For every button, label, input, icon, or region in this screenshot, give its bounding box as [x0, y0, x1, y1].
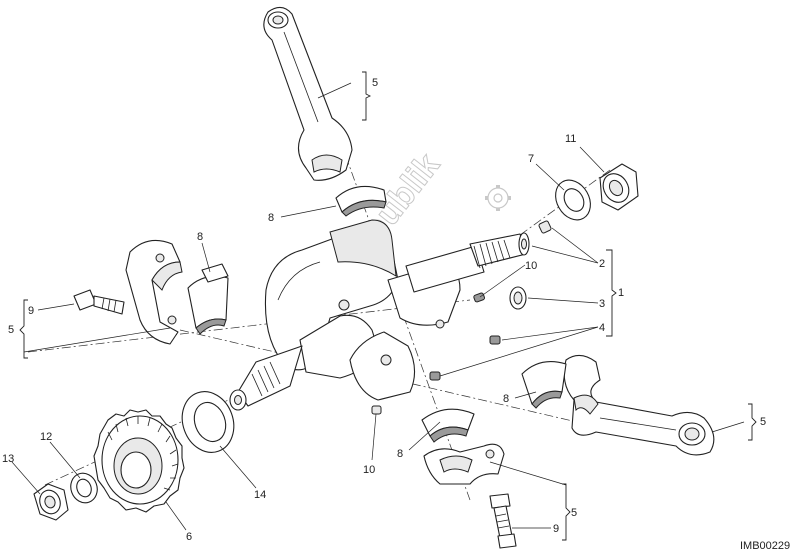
label-plug-2: 2 — [599, 258, 605, 270]
label-washer-12: 12 — [40, 431, 52, 443]
thrust-washer-7 — [555, 179, 591, 221]
gear-nut-13 — [33, 483, 69, 521]
thrust-washer-14 — [181, 391, 235, 453]
gear-logo-icon — [485, 185, 511, 211]
label-bearing-right-8: 8 — [503, 393, 509, 405]
label-bearing-lower-8: 8 — [397, 448, 403, 460]
bearing-shell-top — [335, 185, 387, 217]
label-rod-right-5: 5 — [760, 416, 766, 428]
bearing-shell-left — [187, 263, 229, 335]
label-group-1: 1 — [618, 287, 624, 299]
label-plug-3: 3 — [599, 298, 605, 310]
label-pin-10-upper: 10 — [525, 260, 537, 272]
rod-cap-lower — [423, 443, 505, 485]
primary-drive-gear-6 — [93, 409, 185, 513]
connecting-rod-bolt-left — [73, 289, 125, 315]
connecting-rod-top — [263, 6, 353, 181]
label-group-left-5: 5 — [8, 324, 14, 336]
label-rod-top-5: 5 — [372, 77, 378, 89]
connecting-rod-bolt-lower — [489, 493, 517, 549]
callout-labels: 5 8 7 11 2 1 3 4 10 8 9 5 8 5 8 10 14 12… — [2, 77, 766, 543]
label-plug-4: 4 — [599, 322, 605, 334]
diagram-code: IMB00229 — [740, 540, 790, 552]
plug-parts — [371, 220, 552, 415]
bearing-shell-right — [521, 361, 567, 409]
rod-cap-left — [125, 239, 183, 345]
connecting-rod-right — [563, 354, 715, 456]
crankshaft — [229, 219, 530, 411]
label-group-bottom-5: 5 — [571, 507, 577, 519]
leader-lines — [11, 82, 745, 531]
gear-nut-11 — [599, 163, 639, 211]
group-brackets — [19, 71, 757, 541]
label-bolt-left-9: 9 — [28, 305, 34, 317]
label-bearing-top-8: 8 — [268, 212, 274, 224]
label-washer-14: 14 — [254, 489, 266, 501]
bearing-shell-lower — [421, 408, 475, 443]
label-washer-7: 7 — [528, 153, 534, 165]
label-bearing-left-8: 8 — [197, 231, 203, 243]
label-gear-6: 6 — [186, 531, 192, 543]
lock-washer-12 — [70, 472, 98, 504]
label-bolt-bottom-9: 9 — [553, 523, 559, 535]
label-nut-13: 13 — [2, 453, 14, 465]
crankshaft-thread-left — [251, 361, 281, 397]
crankshaft-spline — [473, 239, 511, 269]
label-pin-10-lower: 10 — [363, 464, 375, 476]
label-nut-11: 11 — [565, 133, 576, 145]
